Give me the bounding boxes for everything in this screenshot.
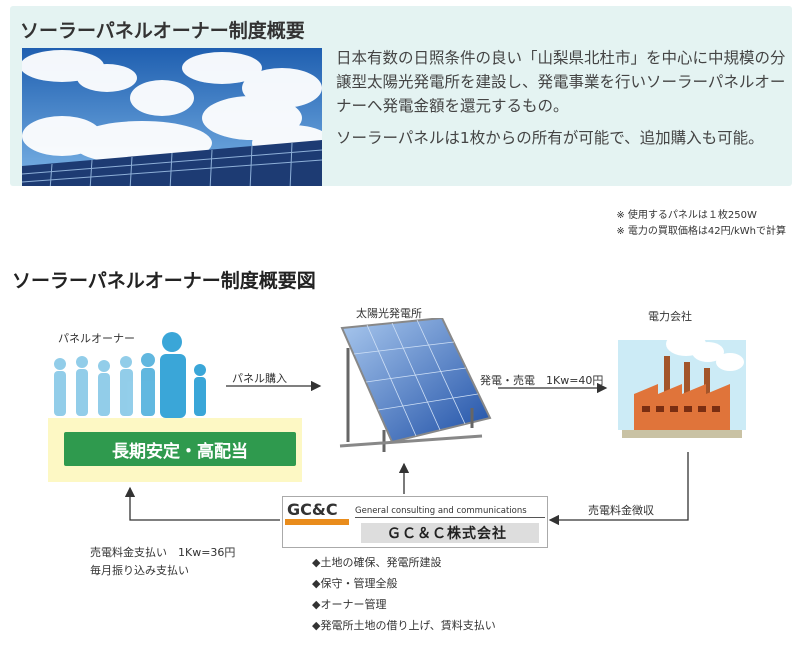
- owner-label: パネルオーナー: [58, 332, 135, 345]
- overview-description: 日本有数の日照条件の良い「山梨県北杜市」を中心に中規模の分譲型太陽光発電所を建設…: [336, 46, 786, 158]
- diagram-title: ソーラーパネルオーナー制度概要図: [12, 270, 316, 292]
- list-item: ◆保守・管理全般: [312, 577, 398, 590]
- notes: ※ 使用するパネルは１枚250W ※ 電力の買取価格は42円/kWhで計算: [616, 208, 786, 240]
- logo-accent-bar: [285, 519, 349, 525]
- panel-owners-icon: [54, 332, 206, 418]
- company-logo: GC&C: [287, 500, 338, 519]
- overview-title: ソーラーパネルオーナー制度概要: [20, 20, 305, 42]
- solar-sky-photo: [22, 48, 322, 186]
- description-paragraph: 日本有数の日照条件の良い「山梨県北杜市」を中心に中規模の分譲型太陽光発電所を建設…: [336, 49, 786, 115]
- power-company-label: 電力会社: [648, 310, 692, 323]
- power-company-icon: [618, 332, 746, 438]
- service-list: ◆土地の確保、発電所建設 ◆保守・管理全般 ◆オーナー管理 ◆発電所土地の借り上…: [312, 552, 496, 636]
- list-item: ◆オーナー管理: [312, 598, 387, 611]
- company-box: GC&C General consulting and communicatio…: [282, 496, 548, 548]
- collect-fee-label: 売電料金徴収: [588, 504, 654, 517]
- monthly-payment-label: 毎月振り込み支払い: [90, 564, 189, 577]
- list-item: ◆発電所土地の借り上げ、賃料支払い: [312, 619, 496, 632]
- payment-arrow: [124, 486, 280, 521]
- description-paragraph: ソーラーパネルは1枚からの所有が可能で、追加購入も可能。: [336, 129, 764, 147]
- payment-label: 売電料金支払い 1Kw=36円: [90, 546, 236, 559]
- company-subtitle: General consulting and communications: [355, 506, 545, 518]
- overview-panel: ソーラーパネルオーナー制度概要: [10, 6, 792, 186]
- note-line: ※ 使用するパネルは１枚250W: [616, 210, 757, 221]
- stable-dividend-badge: 長期安定・高配当: [64, 432, 296, 466]
- sell-power-label: 発電・売電 1Kw=40円: [480, 374, 604, 387]
- list-item: ◆土地の確保、発電所建設: [312, 556, 442, 569]
- company-name-bg: [361, 523, 539, 543]
- plant-label: 太陽光発電所: [356, 307, 422, 320]
- buy-panel-label: パネル購入: [232, 372, 287, 385]
- company-name: ＧＣ＆Ｃ株式会社: [387, 526, 507, 542]
- note-line: ※ 電力の買取価格は42円/kWhで計算: [616, 226, 786, 237]
- solar-panel-icon: [339, 318, 492, 452]
